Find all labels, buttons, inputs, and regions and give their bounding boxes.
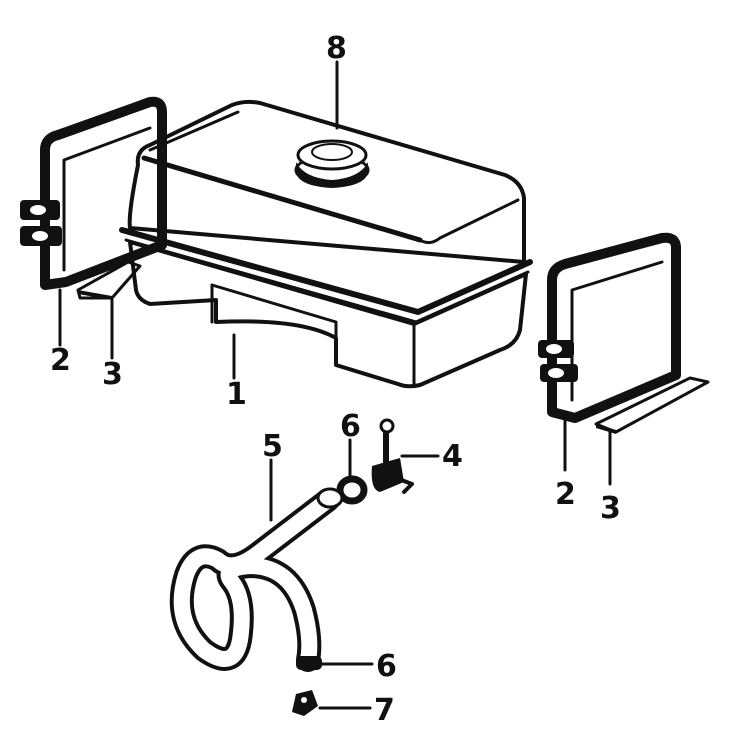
left-strap-pad (76, 260, 142, 300)
shutoff-valve (371, 418, 414, 494)
filler-cap (294, 139, 370, 188)
callout-strap-left: 2 (50, 343, 71, 378)
callout-shutoff-valve: 4 (442, 439, 463, 474)
hose-clamp-lower (296, 656, 322, 670)
callout-clamp-bottom: 6 (376, 649, 397, 684)
fuel-tank (119, 99, 533, 389)
callout-fuel-line: 5 (262, 429, 283, 464)
callout-strap-right: 2 (555, 477, 576, 512)
fuel-line-hose (169, 487, 344, 672)
left-tank-strap (20, 96, 167, 290)
callout-fitting: 7 (374, 693, 395, 728)
callout-clamp-top: 6 (340, 409, 361, 444)
leader-lines (58, 60, 612, 710)
hose-clamp-upper (336, 475, 368, 505)
callout-pad-right: 3 (600, 491, 621, 526)
hose-fitting (292, 690, 318, 716)
right-tank-strap (538, 232, 681, 423)
callout-labels: 8 2 3 1 5 6 4 2 3 6 7 (50, 31, 621, 728)
callout-pad-left: 3 (102, 357, 123, 392)
callout-cap: 8 (326, 31, 347, 66)
callout-tank: 1 (226, 377, 247, 412)
